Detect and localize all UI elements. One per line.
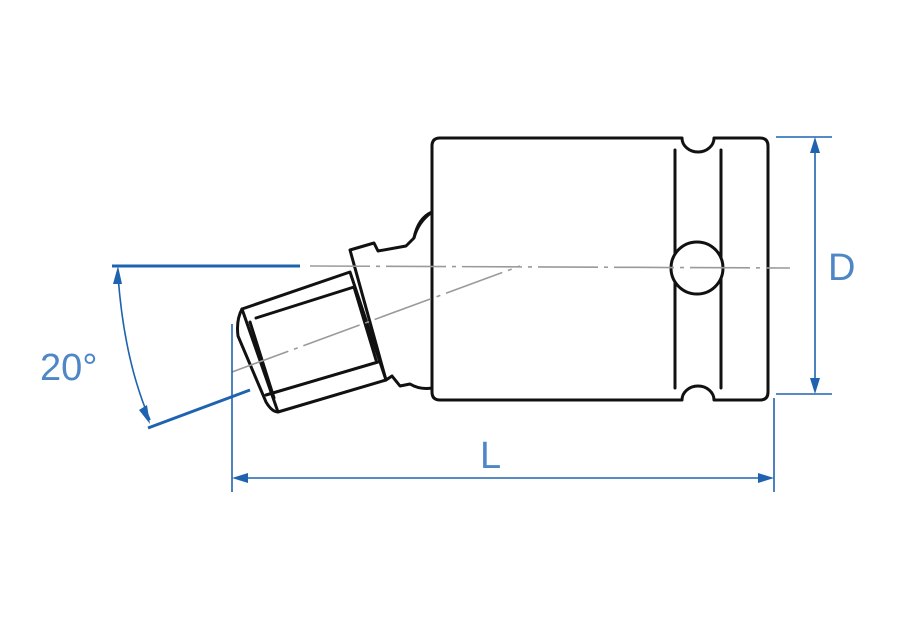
joint-knuckle — [348, 210, 434, 390]
angle-dimension: 20° — [40, 264, 300, 430]
angle-label: 20° — [40, 347, 97, 389]
length-label: L — [480, 435, 501, 477]
length-arrow-left — [232, 473, 248, 483]
length-arrow-right — [758, 473, 774, 483]
diameter-arrow-bottom — [810, 378, 820, 394]
angle-arrow-bottom — [139, 405, 150, 424]
angle-tilt-line — [147, 388, 251, 430]
angle-arrow-top — [113, 266, 122, 284]
socket-axis-centerline — [309, 265, 791, 269]
diameter-label: D — [828, 247, 855, 289]
socket-body — [430, 136, 770, 402]
length-dimension: L — [231, 324, 775, 492]
diameter-dimension: D — [776, 136, 855, 395]
angle-arc — [117, 274, 151, 421]
diameter-arrow-top — [810, 137, 820, 153]
drive-axis-centerline — [231, 265, 521, 373]
